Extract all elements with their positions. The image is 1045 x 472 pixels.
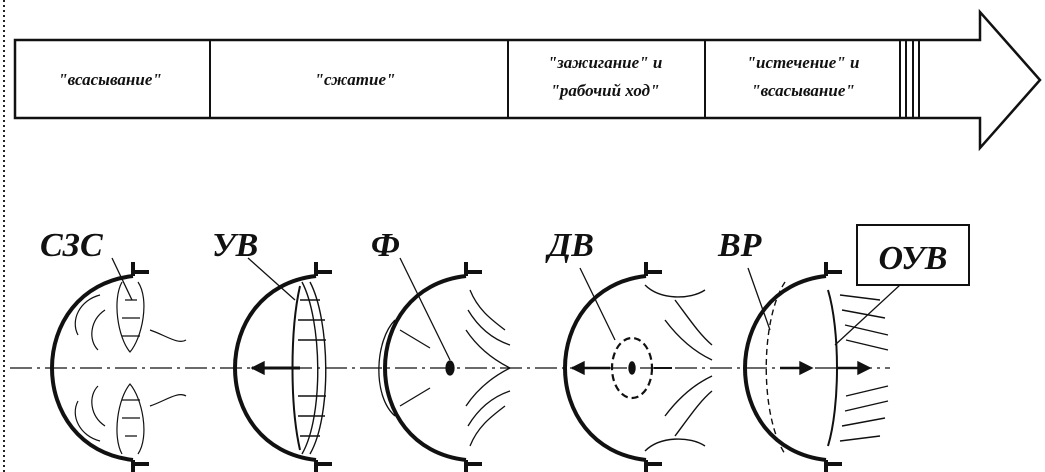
leader-dv [579,267,616,341]
chamber-wall [743,274,827,462]
stage-label-dv: ДВ [545,227,594,264]
leader-uv [247,257,296,301]
combustion-chamber [50,262,149,472]
stage-label-szs: СЗС [40,227,103,264]
nozzle-lip-top [824,262,842,276]
timeline-arrow: "всасывание" "сжатие" "зажигание" и "раб… [13,8,1042,152]
combustion-chamber [563,262,662,472]
combustion-chamber [383,262,482,472]
nozzle-lip-bottom [131,460,149,472]
szs-flow [74,281,187,455]
vr-ouv-exhaust [765,281,889,455]
leader-vr [747,267,771,331]
f-flame [378,289,511,447]
chamber-wall [383,274,467,462]
chamber-wall [233,274,317,462]
stage-details [74,281,889,455]
nozzle-lip-top [314,262,332,276]
stage-label-ouv-box [856,224,970,286]
stage-label-f: Ф [371,227,400,264]
nozzle-lip-bottom [464,460,482,472]
leader-f [399,257,451,361]
uv-shock [250,281,327,455]
nozzle-lip-top [464,262,482,276]
stage-label-vr: ВР [717,227,762,264]
dv-detonation [570,284,713,452]
phase-label-exhaust-line1: "истечение" и [747,53,860,72]
label-leader-lines [111,257,901,361]
nozzle-lip-top [644,262,662,276]
nozzle-lip-top [131,262,149,276]
stage-label-ouv: ОУВ [879,240,948,277]
phase-label-compression: "сжатие" [315,70,396,89]
phase-label-exhaust-line2: "всасывание" [751,81,855,100]
chamber-wall [50,274,134,462]
phase-label-ignition-line1: "зажигание" и [548,53,663,72]
timeline-arrow-outline [13,8,1042,152]
phase-label-intake: "всасывание" [58,70,162,89]
nozzle-lip-bottom [644,460,662,472]
chambers-group [50,262,842,472]
phase-label-ignition-line2: "рабочий ход" [550,81,659,100]
stage-label-uv: УВ [212,227,258,264]
nozzle-lip-bottom [314,460,332,472]
nozzle-lip-bottom [824,460,842,472]
chamber-wall [563,274,647,462]
